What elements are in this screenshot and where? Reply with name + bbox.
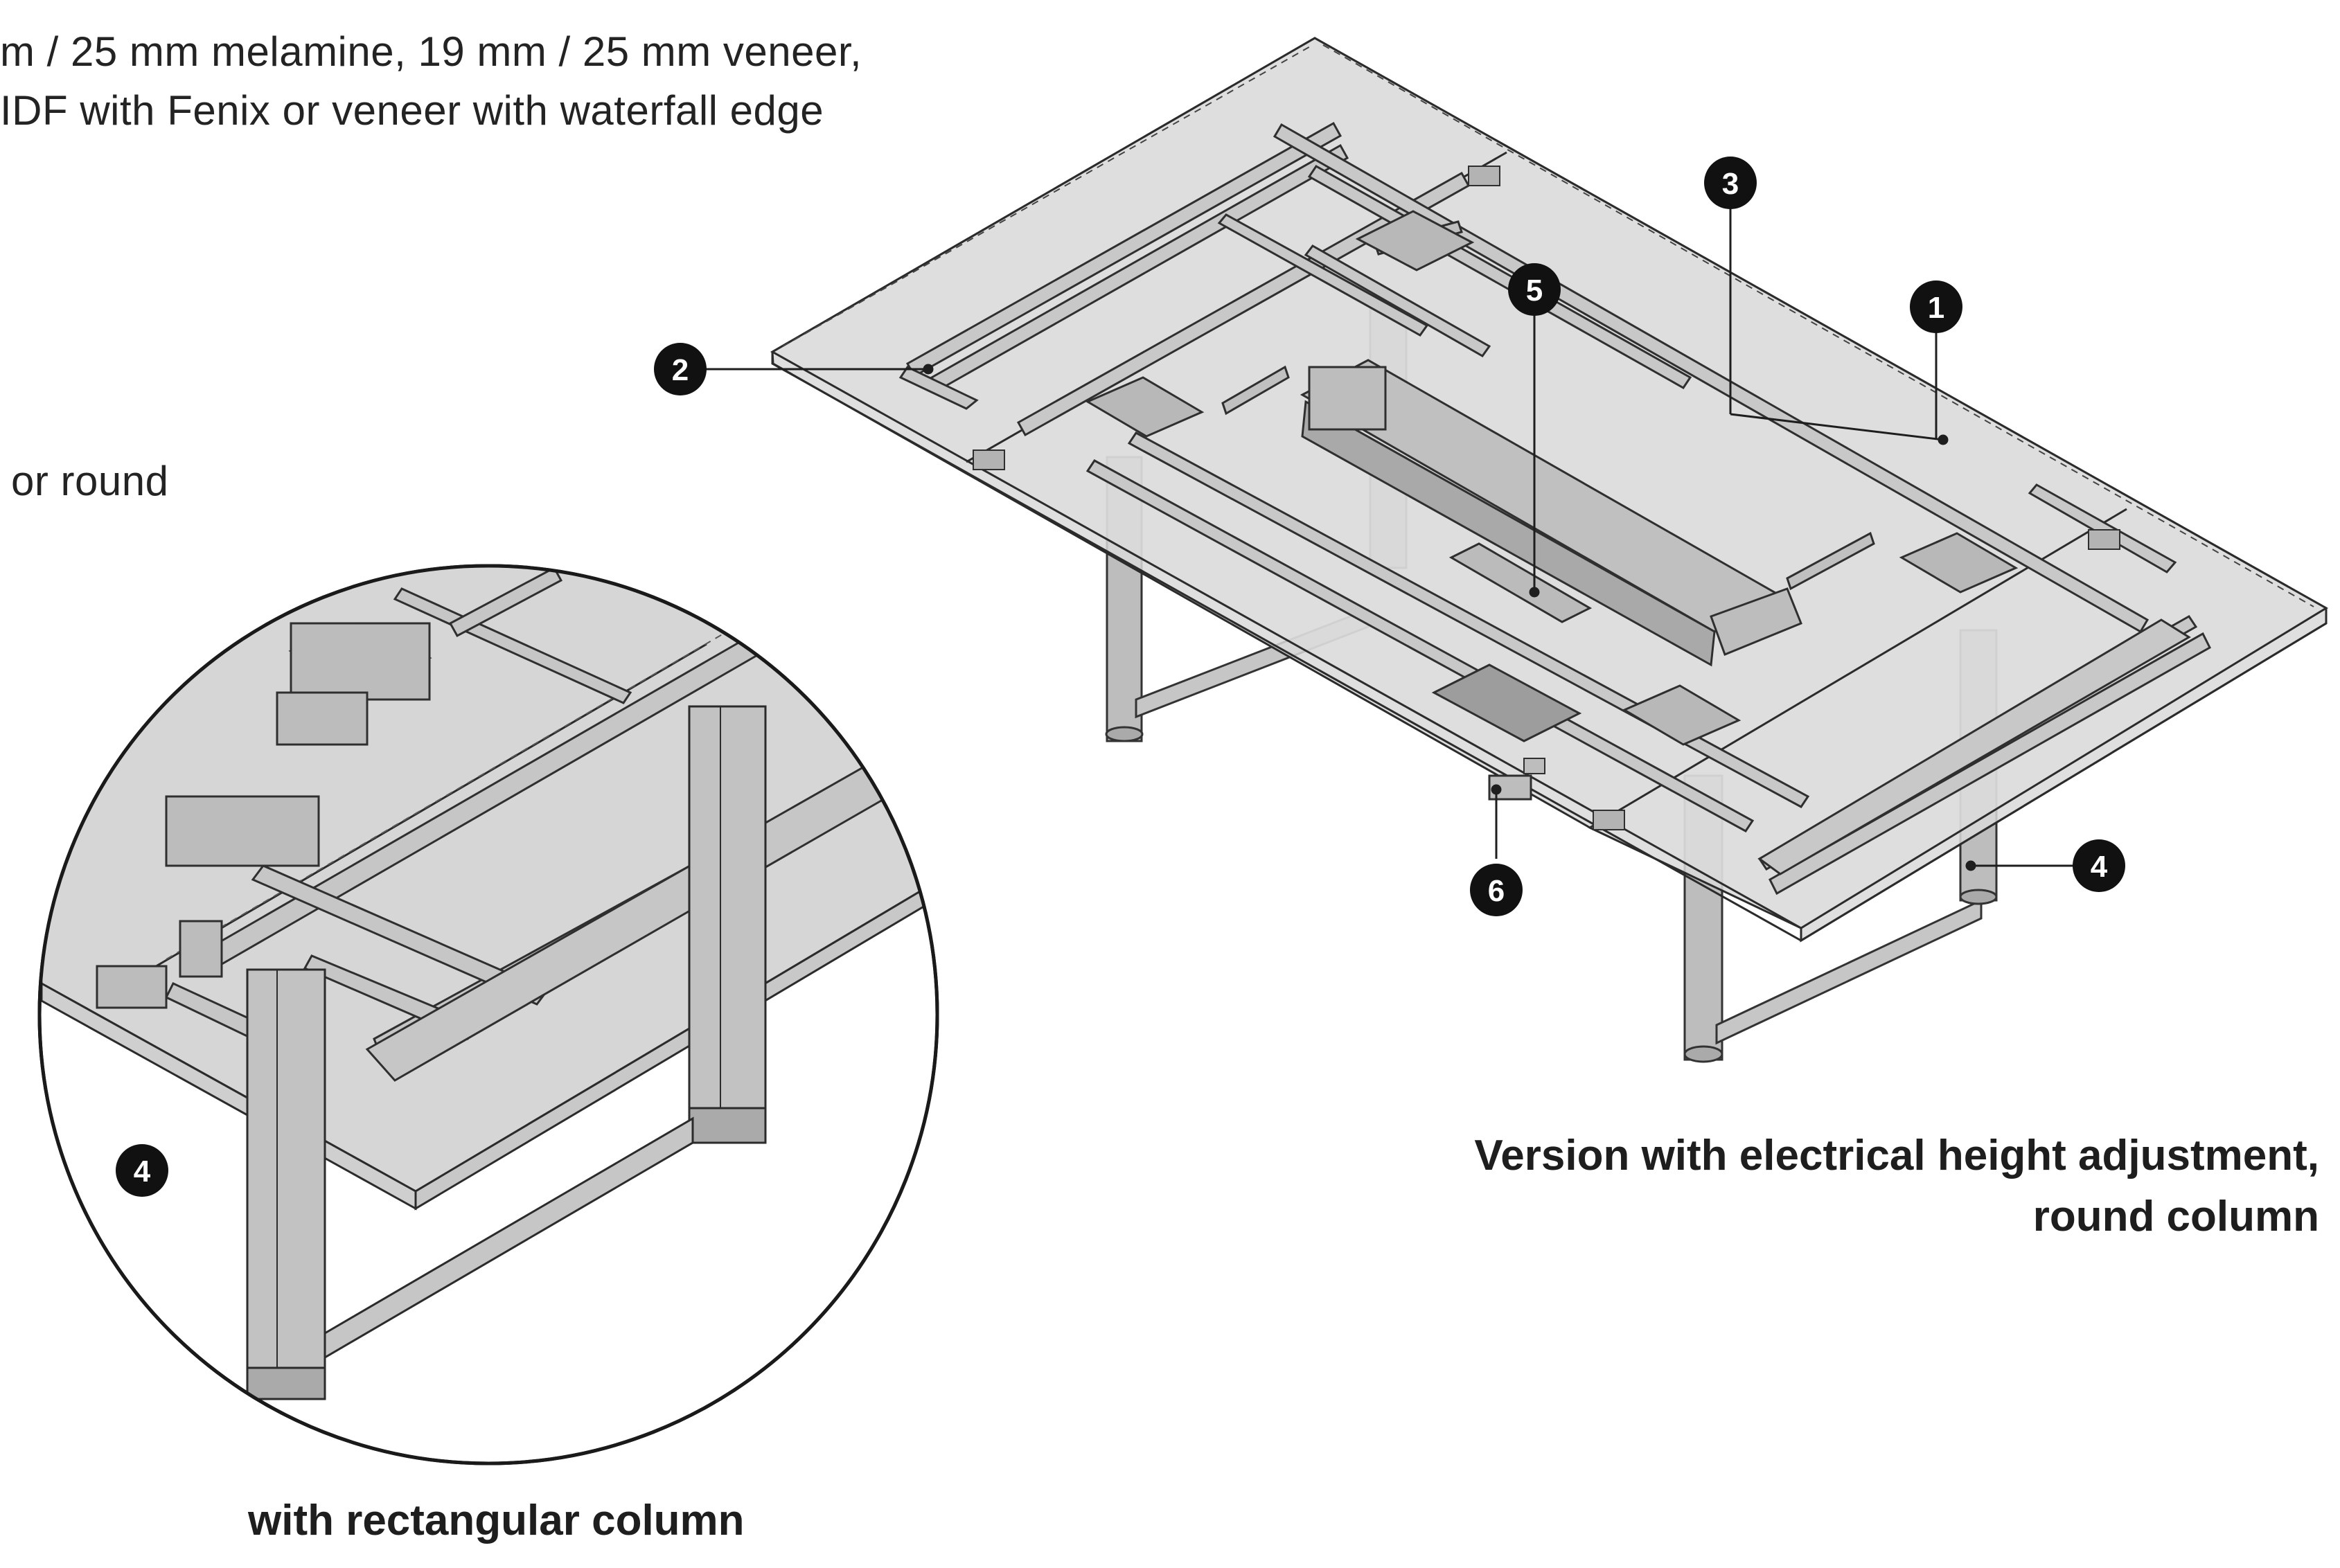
control-unit	[1448, 542, 1593, 623]
rectangular-column-front	[246, 968, 326, 1400]
svg-text:6: 6	[1488, 874, 1505, 908]
main-table	[770, 37, 2328, 1063]
spec-line-1: m / 25 mm melamine, 19 mm / 25 mm veneer…	[0, 28, 862, 75]
center-beam	[1221, 220, 1875, 667]
callout-badge-1: 1	[1910, 280, 1962, 333]
callout-badge-5: 5	[1508, 263, 1561, 316]
caption-main-line-2: round column	[2032, 1193, 2319, 1240]
spec-line-3: or round	[11, 458, 169, 504]
leader-lines	[166, 183, 2075, 1176]
svg-text:5: 5	[1526, 274, 1543, 308]
callout-badges: 1 2 3 4 5 6 4	[116, 157, 2125, 1197]
callout-badge-2: 2	[654, 343, 707, 395]
callout-badge-6: 6	[1470, 864, 1523, 916]
svg-text:3: 3	[1722, 167, 1739, 201]
svg-text:2: 2	[672, 353, 689, 387]
detail-view	[37, 564, 939, 1465]
svg-text:1: 1	[1928, 291, 1944, 325]
callout-badge-4-detail: 4	[116, 1144, 168, 1197]
caption-main-line-1: Version with electrical height adjustmen…	[1474, 1132, 2319, 1179]
callout-badge-3: 3	[1704, 157, 1757, 209]
caption-main: Version with electrical height adjustmen…	[1474, 1125, 2319, 1247]
cable-tray	[1431, 663, 1582, 742]
spec-line-2: IDF with Fenix or veneer with waterfall …	[0, 87, 824, 134]
caption-detail: with rectangular column	[248, 1497, 745, 1544]
rectangular-column-back	[688, 705, 767, 1144]
svg-text:4: 4	[2091, 850, 2108, 884]
callout-badge-4: 4	[2073, 839, 2125, 892]
motor-housings	[1085, 210, 2019, 746]
svg-text:4: 4	[134, 1155, 151, 1188]
connector-brackets	[973, 166, 2120, 830]
